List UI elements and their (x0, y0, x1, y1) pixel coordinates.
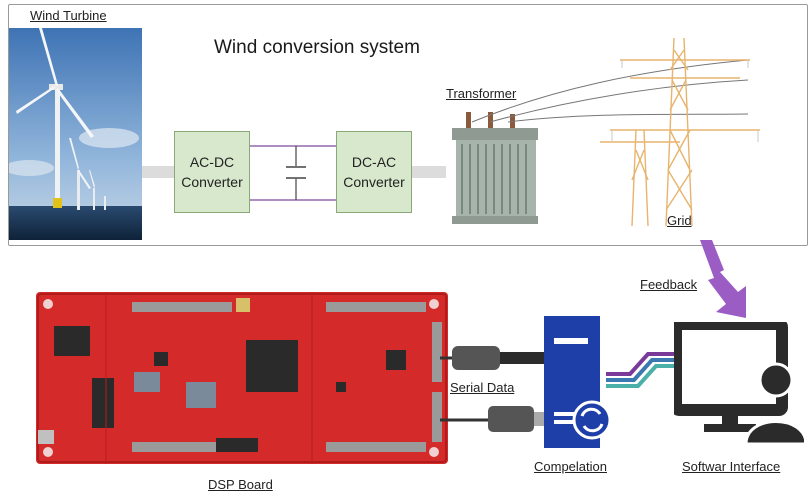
grid-pylons (471, 37, 760, 227)
software-interface-monitor-icon (674, 322, 804, 446)
wind-turbine-photo (9, 28, 142, 240)
grid-label: Grid (667, 213, 692, 228)
diagram-title: Wind conversion system (214, 37, 420, 58)
ac-dc-converter-box: AC-DC Converter (174, 131, 250, 213)
dsp-board-label: DSP Board (208, 477, 273, 492)
data-flow-lines (606, 352, 674, 388)
wind-turbine-label: Wind Turbine (30, 8, 107, 23)
feedback-arrow (700, 240, 746, 318)
serial-data-label: Serial Data (450, 380, 515, 395)
dc-ac-converter-box: DC-AC Converter (336, 131, 412, 213)
software-interface-label: Softwar Interface (682, 459, 781, 474)
feedback-label: Feedback (640, 277, 698, 292)
compilation-server-icon (544, 316, 612, 448)
dsp-board-image (36, 292, 448, 464)
compilation-label: Compelation (534, 459, 607, 474)
transformer-label: Transformer (446, 86, 517, 101)
transformer-icon (452, 112, 538, 224)
